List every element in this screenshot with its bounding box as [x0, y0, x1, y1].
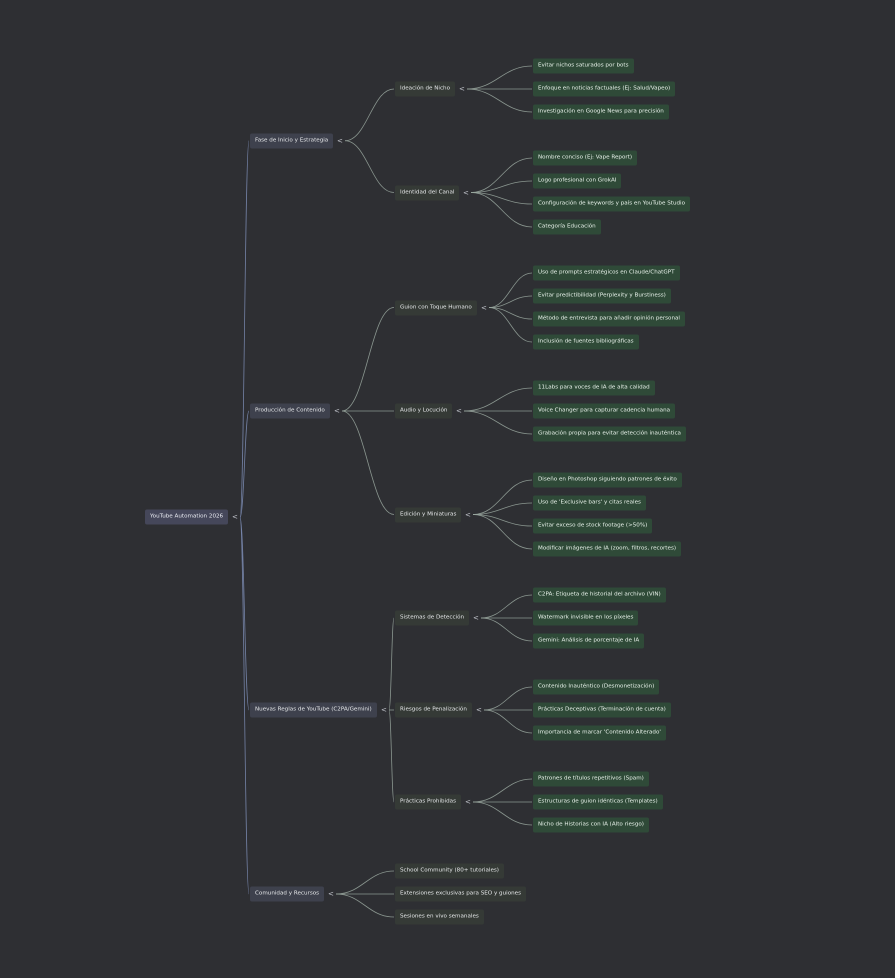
node-evitar-predictibilidad-perplexity-y-burs[interactable]: Evitar predictibilidad (Perplexity y Bur… [533, 288, 671, 304]
node-inclusion-de-fuentes-bibliograficas[interactable]: Inclusión de fuentes bibliográficas [533, 334, 639, 350]
connector-line [239, 516, 250, 711]
node-11labs-para-voces-de-ia-de-alta-calidad[interactable]: 11Labs para voces de IA de alta calidad [533, 380, 655, 396]
connector-line [470, 157, 533, 193]
connector-line [341, 410, 395, 515]
node-edicion-y-miniaturas[interactable]: Edición y Miniaturas [395, 507, 462, 522]
node-watermark-invisible-en-los-pixeles[interactable]: Watermark invisible en los píxeles [533, 610, 639, 626]
node-nuevas-reglas-de-youtube-c2pa-gemini[interactable]: Nuevas Reglas de YouTube (C2PA/Gemini) [250, 702, 377, 718]
node-metodo-de-entrevista-para-anadir-opinion[interactable]: Método de entrevista para añadir opinión… [533, 311, 685, 327]
connector-line [483, 686, 533, 711]
root-node[interactable]: YouTube Automation 2026 [145, 509, 229, 525]
collapse-chevron-icon[interactable]: < [456, 407, 462, 415]
connector-line [344, 88, 395, 142]
connector-line [472, 479, 533, 515]
node-logo-profesional-con-grokai[interactable]: Logo profesional con GrokAI [533, 173, 622, 189]
collapse-chevron-icon[interactable]: < [473, 614, 479, 622]
node-grabacion-propia-para-evitar-deteccion-i[interactable]: Grabación propia para evitar detección i… [533, 426, 686, 442]
connector-line [463, 387, 533, 412]
node-ideacion-de-nicho[interactable]: Ideación de Nicho [395, 81, 455, 97]
node-c2pa-etiqueta-de-historial-del-archivo-v[interactable]: C2PA: Etiqueta de historial del archivo … [533, 587, 666, 603]
node-voice-changer-para-capturar-cadencia-hum[interactable]: Voice Changer para capturar cadencia hum… [533, 403, 676, 419]
connector-line [472, 514, 533, 550]
node-identidad-del-canal[interactable]: Identidad del Canal [395, 185, 460, 200]
connector-line [388, 709, 395, 803]
node-guion-con-toque-humano[interactable]: Guion con Toque Humano [395, 300, 477, 315]
collapse-chevron-icon[interactable]: < [334, 407, 340, 415]
node-uso-de-prompts-estrategicos-en-claude-ch[interactable]: Uso de prompts estratégicos en Claude/Ch… [533, 265, 680, 281]
connector-line [344, 140, 395, 193]
connector-line [480, 617, 533, 642]
connector-line [470, 180, 533, 193]
node-extensiones-exclusivas-para-seo-y-guione[interactable]: Extensiones exclusivas para SEO y guione… [395, 886, 527, 902]
connector-line [472, 778, 533, 803]
connector-line [388, 617, 395, 711]
connector-line [341, 307, 395, 412]
connector-line [483, 709, 533, 734]
node-nombre-conciso-ej-vape-report[interactable]: Nombre conciso (Ej: Vape Report) [533, 150, 638, 166]
node-importancia-de-marcar-contenido-alterado[interactable]: Importancia de marcar 'Contenido Alterad… [533, 725, 666, 741]
connector-line [470, 192, 533, 205]
collapse-chevron-icon[interactable]: < [481, 303, 487, 312]
connector-line [472, 514, 533, 527]
collapse-chevron-icon[interactable]: < [328, 890, 334, 898]
connector-line [472, 502, 533, 515]
node-investigacion-en-google-news-para-precis[interactable]: Investigación en Google News para precis… [533, 104, 669, 120]
collapse-chevron-icon[interactable]: < [463, 188, 469, 197]
collapse-chevron-icon[interactable]: < [337, 136, 343, 145]
connector-line [239, 410, 250, 518]
node-diseno-en-photoshop-siguiendo-patrones-d[interactable]: Diseño en Photoshop siguiendo patrones d… [533, 472, 682, 488]
connector-line [466, 88, 533, 113]
node-estructuras-de-guion-identicas-templates[interactable]: Estructuras de guion idénticas (Template… [533, 794, 663, 810]
connector-line [480, 594, 533, 619]
connector-line [472, 801, 533, 826]
node-comunidad-y-recursos[interactable]: Comunidad y Recursos [250, 886, 325, 902]
node-practicas-deceptivas-terminacion-de-cuen[interactable]: Prácticas Deceptivas (Terminación de cue… [533, 702, 671, 718]
collapse-chevron-icon[interactable]: < [465, 798, 471, 806]
node-school-community-80-tutoriales[interactable]: School Community (80+ tutoriales) [395, 863, 504, 879]
collapse-chevron-icon[interactable]: < [465, 510, 471, 519]
connector-line [470, 192, 533, 228]
collapse-chevron-icon[interactable]: < [476, 706, 482, 714]
node-enfoque-en-noticias-factuales-ej-salud-v[interactable]: Enfoque en noticias factuales (Ej: Salud… [533, 81, 676, 97]
node-categoria-educacion[interactable]: Categoría Educación [533, 219, 601, 235]
collapse-chevron-icon[interactable]: < [232, 513, 238, 522]
connector-line [466, 65, 533, 90]
connector-line [239, 516, 250, 895]
collapse-chevron-icon[interactable]: < [459, 85, 465, 93]
node-fase-de-inicio-y-estrategia[interactable]: Fase de Inicio y Estrategia [250, 133, 334, 149]
node-patrones-de-titulos-repetitivos-spam[interactable]: Patrones de títulos repetitivos (Spam) [533, 771, 649, 787]
connector-line [239, 140, 250, 518]
node-evitar-nichos-saturados-por-bots[interactable]: Evitar nichos saturados por bots [533, 58, 634, 74]
connector-line [488, 295, 533, 308]
node-sesiones-en-vivo-semanales[interactable]: Sesiones en vivo semanales [395, 909, 484, 925]
node-nicho-de-historias-con-ia-alto-riesgo[interactable]: Nicho de Historias con IA (Alto riesgo) [533, 817, 649, 833]
connector-line [488, 307, 533, 343]
connector-line [335, 893, 395, 918]
collapse-chevron-icon[interactable]: < [381, 706, 387, 714]
node-uso-de-exclusive-bars-y-citas-reales[interactable]: Uso de 'Exclusive bars' y citas reales [533, 495, 646, 511]
node-evitar-exceso-de-stock-footage-50[interactable]: Evitar exceso de stock footage (>50%) [533, 518, 653, 534]
node-audio-y-locucion[interactable]: Audio y Locución [395, 403, 453, 419]
node-configuracion-de-keywords-y-pais-en-yout[interactable]: Configuración de keywords y país en YouT… [533, 196, 691, 212]
connector-line [463, 410, 533, 435]
connector-line [335, 870, 395, 895]
node-produccion-de-contenido[interactable]: Producción de Contenido [250, 403, 330, 419]
node-gemini-analisis-de-porcentaje-de-ia[interactable]: Gemini: Análisis de porcentaje de IA [533, 633, 645, 649]
node-modificar-imagenes-de-ia-zoom-filtros-re[interactable]: Modificar imágenes de IA (zoom, filtros,… [533, 541, 682, 557]
node-practicas-prohibidas[interactable]: Prácticas Prohibidas [395, 794, 461, 810]
node-riesgos-de-penalizacion[interactable]: Riesgos de Penalización [395, 702, 472, 718]
connector-line [488, 272, 533, 308]
node-contenido-inautentico-desmonetizacion[interactable]: Contenido Inauténtico (Desmonetización) [533, 679, 660, 695]
node-sistemas-de-deteccion[interactable]: Sistemas de Detección [395, 610, 470, 626]
